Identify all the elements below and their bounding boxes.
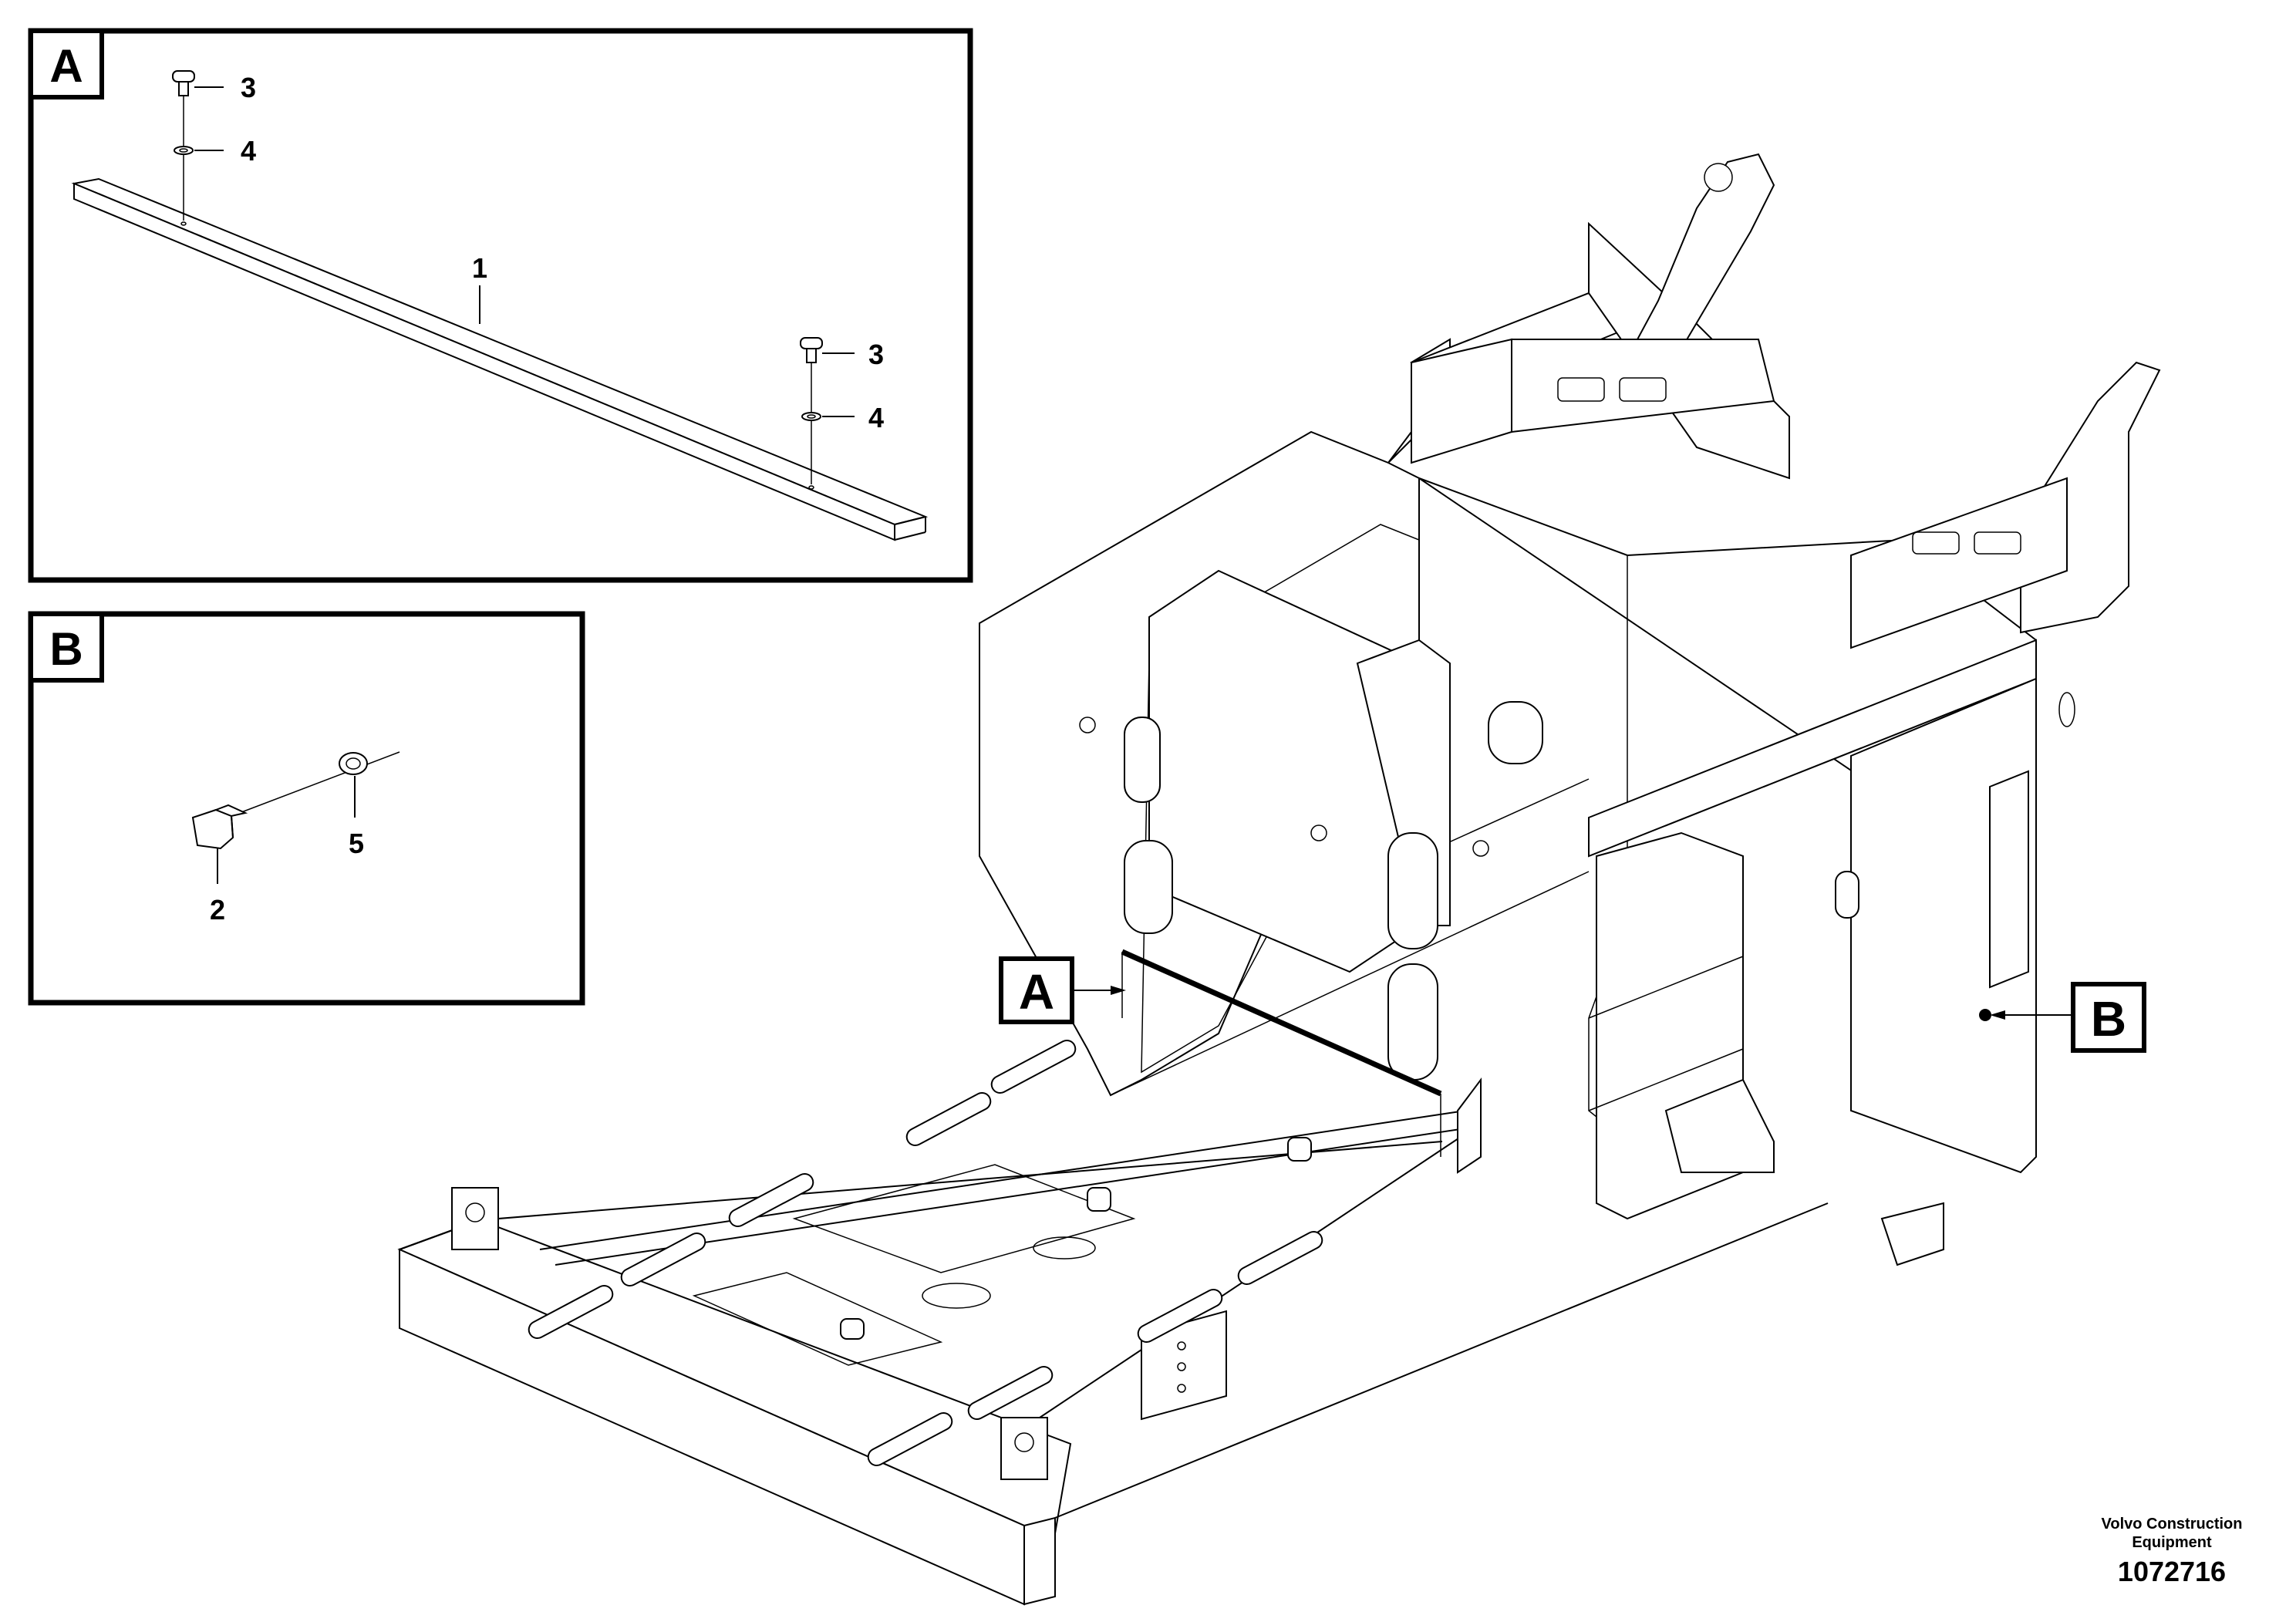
company-line-2: Equipment — [2132, 1534, 2212, 1551]
detail-a-panel: A 3 4 — [28, 28, 973, 583]
detail-a-letter: A — [49, 40, 83, 92]
company-line-1: Volvo Construction — [2102, 1516, 2243, 1533]
callout-screw-1: 3 — [241, 72, 256, 103]
upper-frame — [979, 153, 2161, 1266]
title-block: Volvo Construction Equipment 1072716 — [2102, 1516, 2243, 1587]
screw-2 — [800, 337, 823, 490]
flat-bar-location — [1121, 949, 1442, 1097]
rollers — [528, 1039, 1323, 1467]
detail-a-label-box — [29, 29, 104, 99]
seal-washer — [339, 752, 368, 775]
detail-b-letter: B — [49, 623, 83, 675]
callout-flat-bar: 1 — [472, 252, 487, 284]
detail-b-label-box — [29, 612, 104, 683]
callout-washer-2: 4 — [868, 402, 884, 433]
washer-2 — [801, 412, 821, 421]
reference-b-letter: B — [2091, 991, 2126, 1047]
plug — [191, 804, 248, 850]
reference-a-letter: A — [1019, 964, 1054, 1020]
reference-b: B — [1979, 982, 2146, 1053]
reference-a: A — [999, 956, 1126, 1024]
cutouts — [1079, 701, 1859, 1081]
screw-1 — [172, 70, 195, 226]
callout-washer: 5 — [349, 828, 364, 859]
flat-bar — [71, 177, 929, 541]
detail-b-panel: B 2 5 — [28, 611, 585, 1006]
callout-plug: 2 — [210, 894, 225, 926]
drawing-number: 1072716 — [2118, 1556, 2226, 1587]
main-frame-drawing: A B — [397, 153, 2161, 1606]
lower-chassis — [397, 1039, 1829, 1606]
callout-washer-1: 4 — [241, 135, 256, 167]
callout-screw-2: 3 — [868, 339, 884, 370]
washer-1 — [174, 146, 194, 155]
